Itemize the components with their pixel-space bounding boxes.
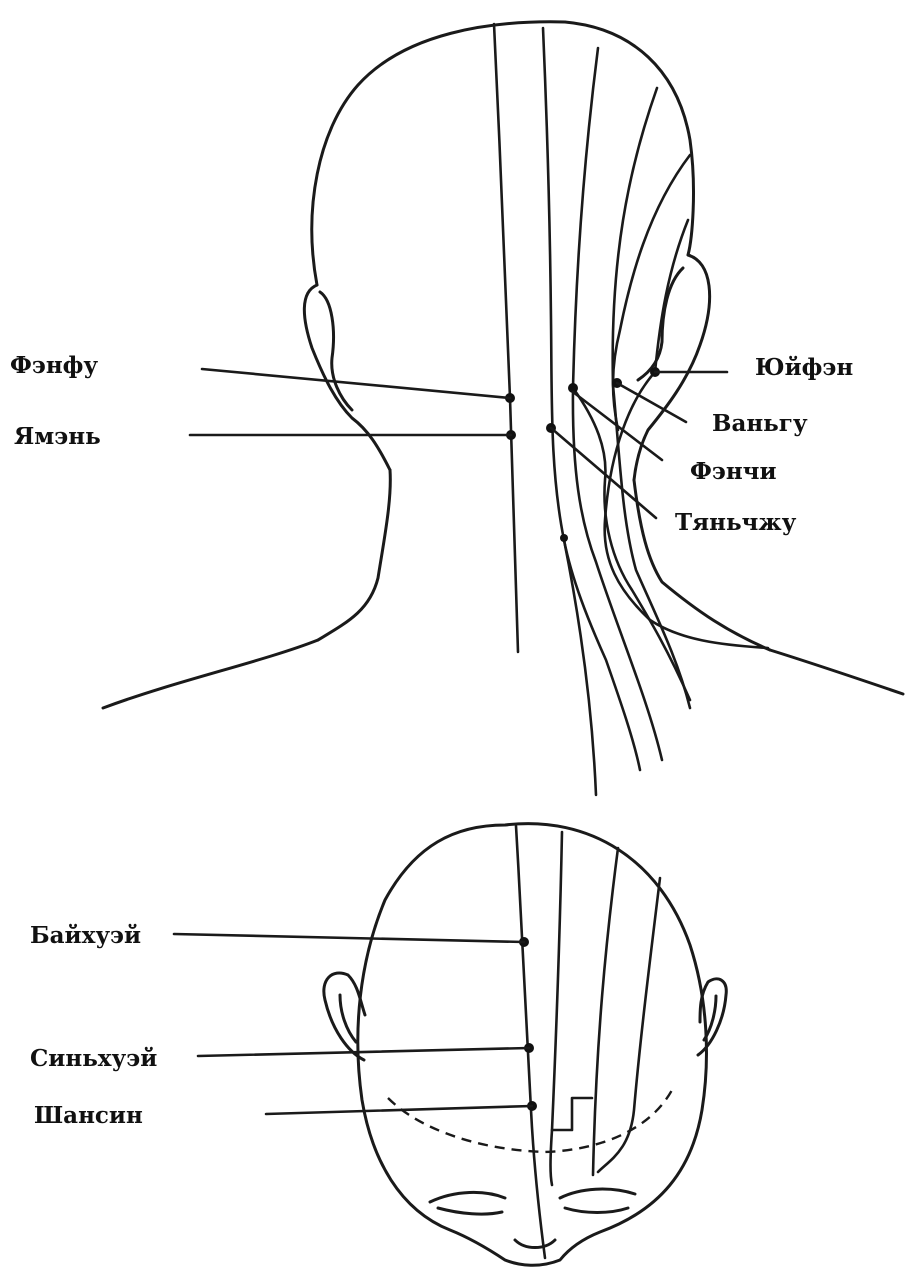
top-bladder-line: [551, 832, 563, 1185]
back-view: Фэнфу Ямэнь Юйфэн Ваньгу Фэнчи Тяньчжу: [10, 22, 903, 795]
top-outer-line: [598, 878, 660, 1172]
baihui-label: Байхуэй: [30, 922, 141, 949]
left-shoulder: [103, 640, 318, 708]
fengfu-label: Фэнфу: [10, 352, 98, 379]
xinhui-label: Синьхуэй: [30, 1045, 157, 1072]
governor-vessel-line: [494, 24, 518, 652]
yamen-label: Ямэнь: [14, 423, 101, 450]
shangxing-leader: [266, 1106, 532, 1114]
tianzhu-label: Тяньчжу: [675, 509, 797, 536]
top-midline: [516, 826, 545, 1258]
yifeng-label: Юйфэн: [755, 354, 853, 381]
baihui-leader: [174, 934, 524, 942]
left-brow-eye: [430, 1192, 505, 1214]
top-view: Байхуэй Синьхуэй Шансин: [30, 824, 726, 1266]
nose-tip: [515, 1240, 555, 1248]
left-ear-inner: [320, 292, 352, 410]
left-ear-back: [304, 285, 390, 470]
shangxing-label: Шансин: [34, 1102, 143, 1129]
fengchi-label: Фэнчи: [690, 458, 777, 485]
fengfu-leader: [202, 369, 510, 398]
top-small-step: [552, 1098, 592, 1130]
neck-left-line: [318, 470, 390, 640]
xinhui-leader: [198, 1048, 529, 1056]
bladder-line-outer: [573, 48, 662, 760]
lower-neck-point: [560, 534, 568, 542]
left-ear-top-inner: [340, 995, 356, 1042]
right-brow-eye: [560, 1189, 635, 1212]
right-shoulder: [770, 650, 903, 694]
neck-right-line: [634, 480, 770, 650]
gallbladder-line-1: [613, 88, 690, 708]
top-gallbladder-line: [593, 848, 618, 1175]
wangu-label: Ваньгу: [712, 410, 808, 437]
